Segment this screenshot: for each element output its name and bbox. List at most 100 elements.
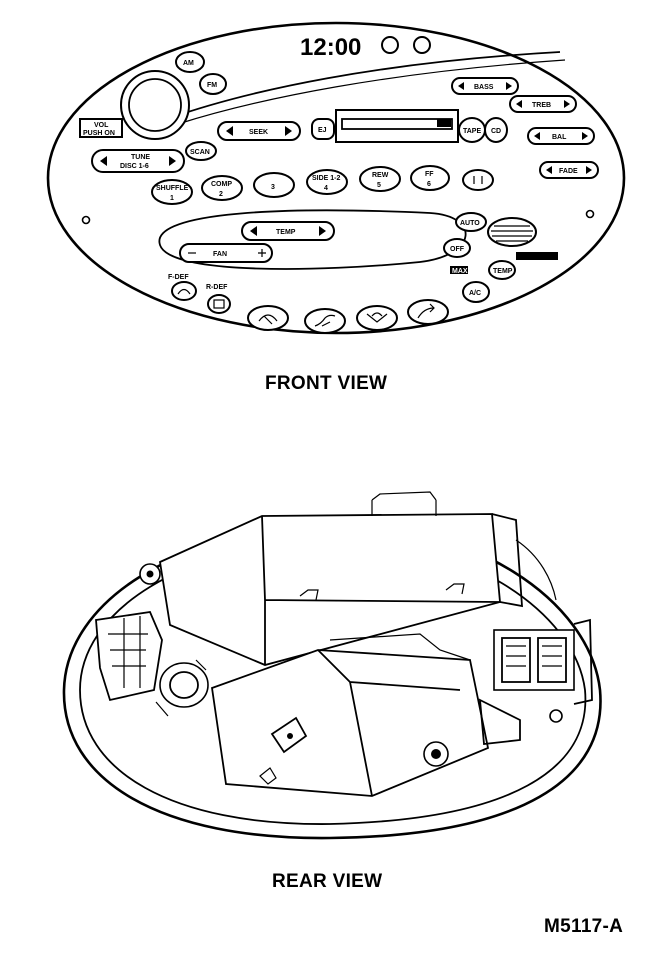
preset-1-button[interactable] <box>151 179 193 205</box>
max-temp-button[interactable] <box>488 260 516 280</box>
fade-button[interactable] <box>539 161 599 179</box>
rear-left-bracket-detail <box>108 616 148 688</box>
preset-6-label: 6 <box>427 181 431 188</box>
rear-left-bracket <box>95 611 163 702</box>
auto-button[interactable] <box>455 212 487 232</box>
rear-boss-bottom-hole <box>431 749 441 759</box>
rear-clip-mid-hole <box>287 733 293 739</box>
upper-housing-front-edge <box>261 515 501 665</box>
front-defrost-label: F-DEF <box>168 274 189 281</box>
fan-button-label: FAN <box>213 251 227 258</box>
fade-button-label: FADE <box>559 168 578 175</box>
rear-defrost-button[interactable] <box>207 294 231 314</box>
upper-housing-side-brace <box>491 513 523 608</box>
cassette-door <box>335 109 459 143</box>
rear-upper-right-shoulder <box>515 539 557 601</box>
front-view-caption: FRONT VIEW <box>265 373 388 394</box>
fm-button[interactable] <box>199 73 227 95</box>
scan-button-label: SCAN <box>190 149 210 156</box>
rear-boss-top-left-hole <box>146 570 154 578</box>
preset-6-button[interactable] <box>410 165 450 191</box>
ff-label: FF <box>425 171 434 178</box>
clock-display: 12:00 <box>300 34 361 61</box>
cd-button[interactable] <box>484 117 508 143</box>
front-panel-sweep-line <box>169 51 561 119</box>
bass-button[interactable] <box>451 77 519 95</box>
clock-hour-button[interactable] <box>381 36 399 54</box>
rear-connector-block <box>493 629 575 691</box>
mode-floor-button[interactable] <box>304 308 346 334</box>
treb-button[interactable] <box>509 95 577 113</box>
max-label: MAX <box>452 268 468 275</box>
mode-panel-button[interactable] <box>407 299 449 325</box>
side-label: SIDE 1-2 <box>312 175 341 182</box>
cd-button-label: CD <box>491 128 501 135</box>
fan-button[interactable] <box>179 243 273 263</box>
cassette-slot <box>341 118 453 130</box>
ej-button[interactable] <box>311 118 335 140</box>
rear-ground-tab <box>259 767 277 785</box>
comp-label: COMP <box>211 181 232 188</box>
mode-panel-icon <box>417 303 435 319</box>
preset-3-button[interactable] <box>253 172 295 198</box>
clock-minute-button[interactable] <box>413 36 431 54</box>
front-defrost-icon <box>177 288 191 295</box>
rear-view-housing <box>62 491 602 840</box>
temp-button-label: TEMP <box>276 229 296 236</box>
max-temp-label: TEMP <box>493 268 513 275</box>
upper-housing-clip <box>299 583 465 601</box>
off-button[interactable] <box>443 238 471 258</box>
tune-button-label: TUNE <box>131 154 150 161</box>
upper-housing-top-detail <box>371 491 437 516</box>
rear-view-caption: REAR VIEW <box>272 871 383 892</box>
bass-button-label: BASS <box>474 84 494 91</box>
treb-button-label: TREB <box>532 102 551 109</box>
fm-button-label: FM <box>207 82 217 89</box>
mode-floor-icon <box>314 314 336 327</box>
rear-boss-right <box>549 709 563 723</box>
preset-5-label: 5 <box>377 182 381 189</box>
front-panel-outline <box>46 21 626 335</box>
off-button-label: OFF <box>450 246 465 253</box>
panel-screw-right <box>585 209 595 219</box>
preset-5-button[interactable] <box>359 166 401 192</box>
temp-button[interactable] <box>241 221 335 241</box>
auto-button-label: AUTO <box>460 220 480 227</box>
volume-label-box <box>79 118 123 138</box>
bal-button-label: BAL <box>552 134 567 141</box>
tune-disc-button[interactable] <box>91 149 185 173</box>
bal-button[interactable] <box>527 127 595 145</box>
am-button[interactable] <box>175 51 205 73</box>
preset-4-label: 4 <box>324 185 328 192</box>
ac-button[interactable] <box>462 281 490 303</box>
cassette-slot-window <box>437 119 451 127</box>
preset-4-button[interactable] <box>306 169 348 195</box>
preset-2-button[interactable] <box>201 175 243 201</box>
panel-screw-left <box>81 215 91 225</box>
front-view-panel: 12:00 VOL PUSH ON AM FM BASS TREB <box>46 21 626 335</box>
disc-button-label: DISC 1-6 <box>120 163 149 170</box>
scan-button[interactable] <box>185 141 217 161</box>
mode-defrost-button[interactable] <box>247 305 289 331</box>
mode-mix-icon <box>366 312 388 323</box>
volume-shaft-rear <box>155 659 209 717</box>
volume-knob[interactable] <box>120 70 190 140</box>
sensor-grille <box>487 217 537 247</box>
rear-bezel-outline <box>62 524 602 840</box>
seek-button[interactable] <box>217 121 301 141</box>
upper-housing-box <box>159 513 501 666</box>
dolby-icon <box>473 176 483 184</box>
dolby-button[interactable] <box>462 169 494 191</box>
climate-control-surround <box>158 209 467 270</box>
preset-3-label: 3 <box>271 184 275 191</box>
seek-button-label: SEEK <box>249 129 268 136</box>
front-defrost-button[interactable] <box>171 281 197 301</box>
mode-defrost-icon <box>258 314 278 325</box>
max-indicator <box>450 266 468 274</box>
mode-mix-button[interactable] <box>356 305 398 331</box>
ej-button-label: EJ <box>318 127 327 134</box>
volume-push-on-label: PUSH ON <box>83 130 115 137</box>
tape-button-label: TAPE <box>463 128 481 135</box>
rear-right-bracket <box>478 618 593 745</box>
